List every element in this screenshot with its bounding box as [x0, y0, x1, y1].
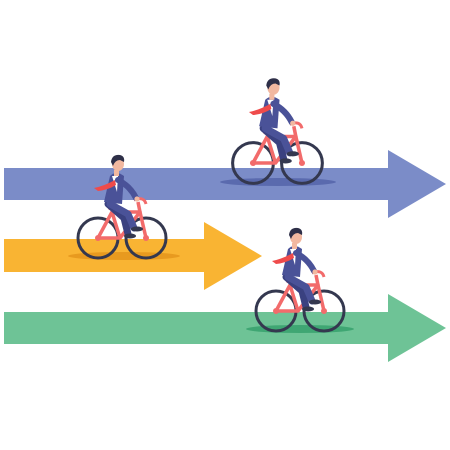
rider-shadow [220, 178, 336, 186]
arrow-green [4, 294, 446, 362]
cyclist-businessman-top [233, 78, 323, 183]
arrow-blue [4, 150, 446, 218]
